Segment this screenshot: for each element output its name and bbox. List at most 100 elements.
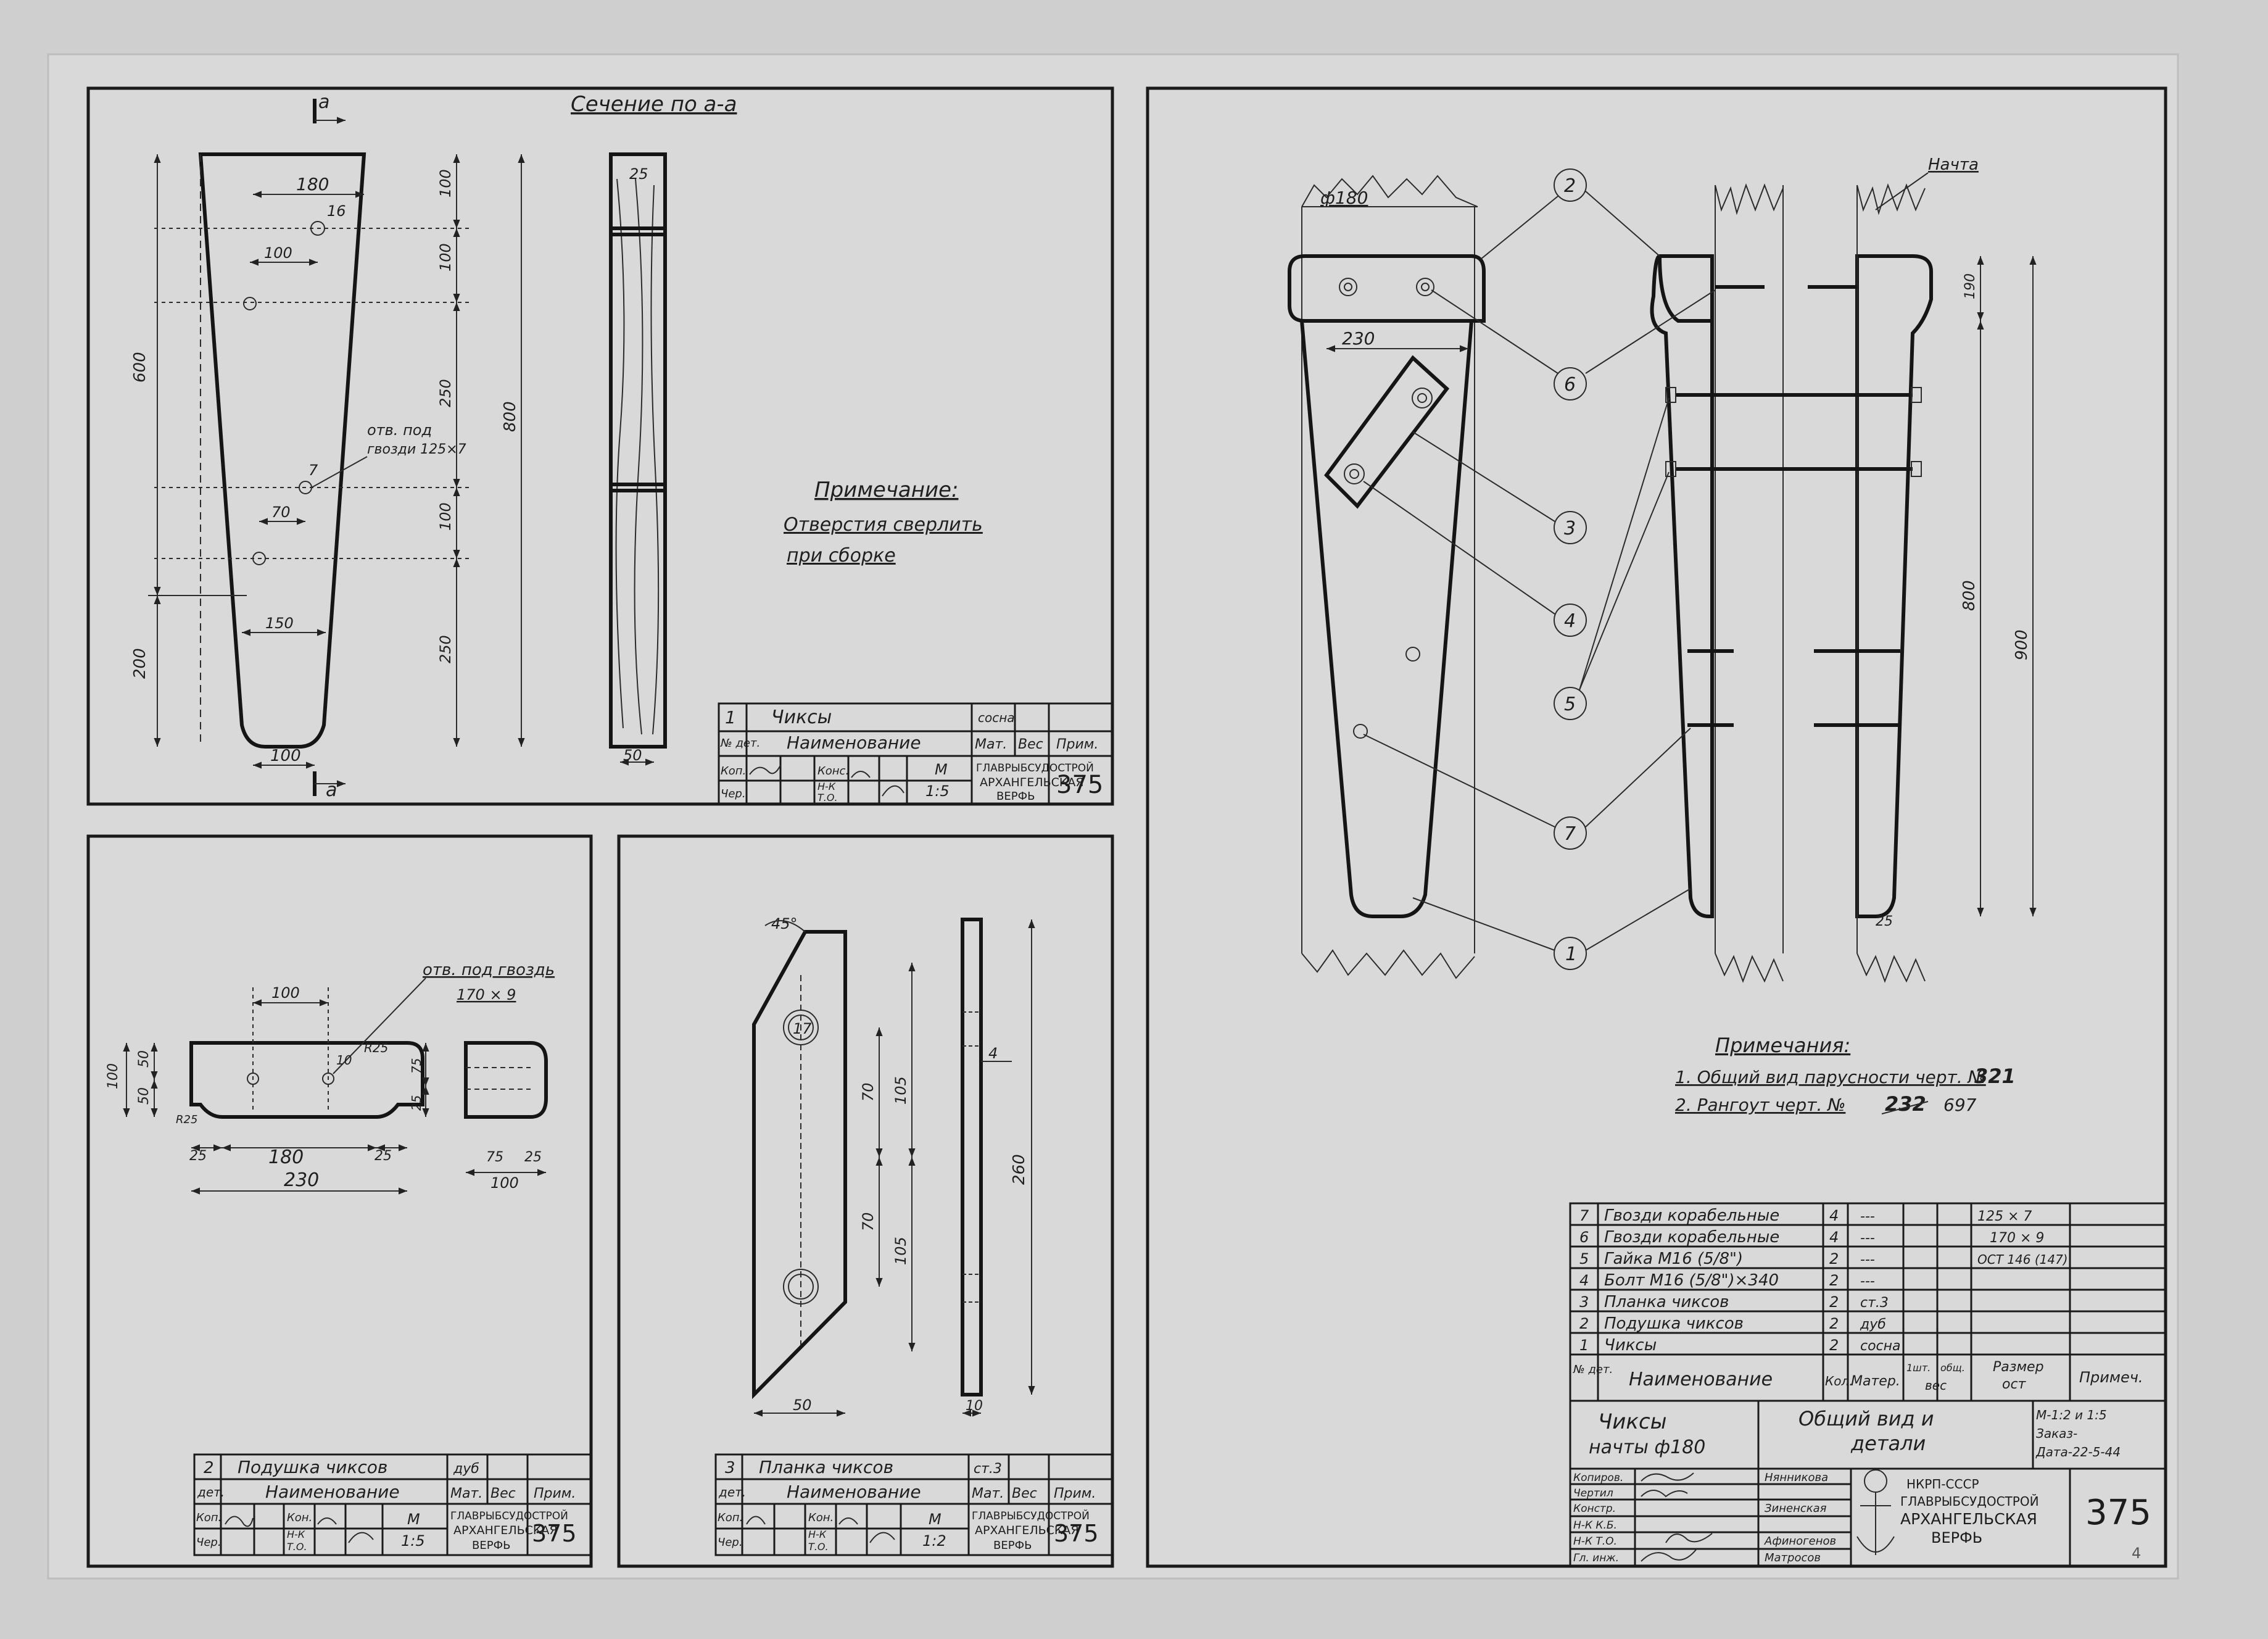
dim-label-25-left: 25 — [189, 1148, 207, 1164]
side-mast-break-bottom-1 — [1715, 953, 1784, 983]
tb-pos: 1 — [725, 707, 736, 728]
tb-h-weight: Вес — [1018, 737, 1043, 752]
dim-label-r25-bottom: R25 — [176, 1113, 197, 1126]
dim-label-180: 180 — [296, 174, 329, 194]
tb3-r-kop: Коп. — [718, 1511, 743, 1524]
role-kopirov: Копиров. — [1573, 1472, 1623, 1484]
svg-text:Болт М16 (5/8")×340: Болт М16 (5/8")×340 — [1604, 1271, 1779, 1290]
tb3-r-to: Т.О. — [808, 1541, 829, 1553]
hole-2 — [243, 297, 257, 310]
note-line-1: Отверстия сверлить — [784, 514, 983, 536]
cushion-side-view — [464, 1041, 548, 1119]
callout-3: 3 — [1412, 431, 1587, 544]
svg-text:№ дет.: № дет. — [1573, 1363, 1613, 1376]
dim-label-50-lower: 50 — [136, 1087, 152, 1105]
role-nk-kb: Н-К К.Б. — [1573, 1519, 1617, 1532]
svg-text:Размер: Размер — [1993, 1359, 2044, 1375]
svg-text:2: 2 — [1829, 1250, 1839, 1268]
tb-r-to: Т.О. — [817, 792, 838, 803]
svg-text:Наименование: Наименование — [1629, 1369, 1773, 1390]
tb2-r-cher: Чер. — [196, 1536, 221, 1549]
dim-label-260: 260 — [1010, 1154, 1028, 1185]
svg-text:Примеч.: Примеч. — [2079, 1369, 2143, 1386]
title-block-chiksy: 1 Чиксы сосна № дет. Наименование Мат. В… — [718, 702, 1114, 805]
tb2-pos: 2 — [204, 1459, 214, 1477]
nachta-leader — [1875, 172, 1929, 210]
svg-text:Чиксы: Чиксы — [1604, 1336, 1657, 1355]
tb2-h-note: Прим. — [534, 1486, 576, 1501]
cushion-hole-note-1: отв. под гвоздь — [423, 961, 555, 979]
main-org-2: АРХАНГЕЛЬСКАЯ — [1900, 1510, 2037, 1528]
dim-label-7: 7 — [308, 462, 318, 479]
dim-label-r25-top: R25 — [364, 1040, 388, 1055]
note-2: 2. Рангоут черт. № — [1675, 1095, 1845, 1115]
tb2-h-det: дет. — [197, 1485, 225, 1500]
dim-label-230-front: 230 — [1342, 328, 1375, 349]
dim-label-180-cushion: 180 — [268, 1147, 304, 1168]
hole-note-line1: отв. под — [367, 421, 432, 439]
tb3-signatures — [746, 1516, 895, 1543]
front-nail-2 — [1416, 278, 1434, 296]
mast-break-bottom — [1301, 949, 1475, 979]
svg-text:Планка чиксов: Планка чиксов — [1604, 1293, 1729, 1311]
dim-label-800-right: 800 — [1960, 580, 1979, 611]
wood-grain — [615, 178, 660, 735]
front-nail-3 — [1405, 647, 1420, 662]
name-matrosov: Матросов — [1765, 1551, 1821, 1564]
name-zinenskaya: Зиненская — [1765, 1502, 1827, 1515]
main-title-block: Чиксы начты ф180 Общий вид и детали М-1:… — [1569, 1400, 2167, 1567]
callout-1: 1 — [1412, 888, 1691, 970]
tb-r-nk: Н-К — [817, 781, 836, 792]
note-2-strike — [1881, 1101, 1929, 1114]
side-mast-break-top-1 — [1715, 183, 1784, 215]
tb3-h-mat: Мат. — [972, 1486, 1004, 1501]
tb3-name: Планка чиксов — [759, 1457, 893, 1477]
dim-label-50-upper: 50 — [136, 1050, 152, 1068]
tb3-scale-m: М — [929, 1511, 942, 1528]
hole-note-line2: гвозди 125×7 — [367, 442, 466, 457]
dim-label-100-c: 100 — [437, 502, 454, 531]
panel-frame — [86, 86, 1114, 806]
svg-text:Гайка М16 (5/8"): Гайка М16 (5/8") — [1604, 1250, 1743, 1268]
dim-label-4: 4 — [988, 1045, 998, 1062]
tb-r-cher: Чер. — [721, 787, 746, 800]
dim-label-105-lower: 105 — [892, 1237, 909, 1265]
callout-6: 6 — [1431, 289, 1716, 400]
tb3-pos: 3 — [725, 1459, 735, 1477]
svg-text:1: 1 — [1579, 1337, 1589, 1354]
svg-text:2: 2 — [1829, 1337, 1839, 1354]
angle-arc — [764, 920, 806, 932]
svg-text:---: --- — [1860, 1209, 1875, 1224]
front-cushion — [1288, 254, 1486, 323]
panel-planka-detail: 45° 17 70 105 70 105 260 4 50 10 — [617, 834, 1114, 1568]
dim-label-25-side: 25 — [629, 165, 648, 183]
dim-label-100-hole: 100 — [264, 244, 292, 262]
svg-text:1: 1 — [1565, 944, 1577, 965]
main-org-1: ГЛАВРЫБСУДОСТРОЙ — [1900, 1494, 2039, 1509]
svg-text:4: 4 — [1564, 610, 1576, 632]
svg-text:3: 3 — [1564, 518, 1576, 539]
dim-label-250-a: 250 — [437, 379, 454, 407]
main-sheet-number: 375 — [2085, 1493, 2151, 1533]
spec-row-7: 7 Гвозди корабельные 4 --- 125 × 7 — [1579, 1206, 2032, 1225]
main-title-1: Чиксы — [1598, 1409, 1666, 1434]
svg-text:170 × 9: 170 × 9 — [1990, 1230, 2044, 1246]
note-1: 1. Общий вид парусности черт. № — [1675, 1067, 1986, 1087]
dim-label-100-side: 100 — [490, 1174, 519, 1192]
spec-row-1: 1 Чиксы 2 сосна — [1579, 1336, 1901, 1355]
svg-text:6: 6 — [1579, 1229, 1589, 1246]
dim-label-70-lower: 70 — [859, 1212, 877, 1231]
dim-label-70-upper: 70 — [859, 1082, 877, 1102]
main-org-0: НКРП-СССР — [1906, 1477, 1979, 1492]
dim-label-25-mid: 25 — [375, 1148, 392, 1164]
svg-text:125 × 7: 125 × 7 — [1977, 1209, 2032, 1224]
tb2-h-weight: Вес — [490, 1486, 516, 1501]
spec-row-5: 5 Гайка М16 (5/8") 2 --- ОСТ 146 (147) — [1579, 1250, 2068, 1268]
side-cushion-left — [1658, 255, 1712, 323]
tb3-org-2: АРХАНГЕЛЬСКАЯ — [975, 1524, 1079, 1537]
callout-2: 2 — [1480, 168, 1660, 260]
tb2-r-to: Т.О. — [287, 1541, 307, 1553]
svg-text:7: 7 — [1579, 1207, 1589, 1224]
main-scale: М-1:2 и 1:5 — [2036, 1408, 2107, 1422]
